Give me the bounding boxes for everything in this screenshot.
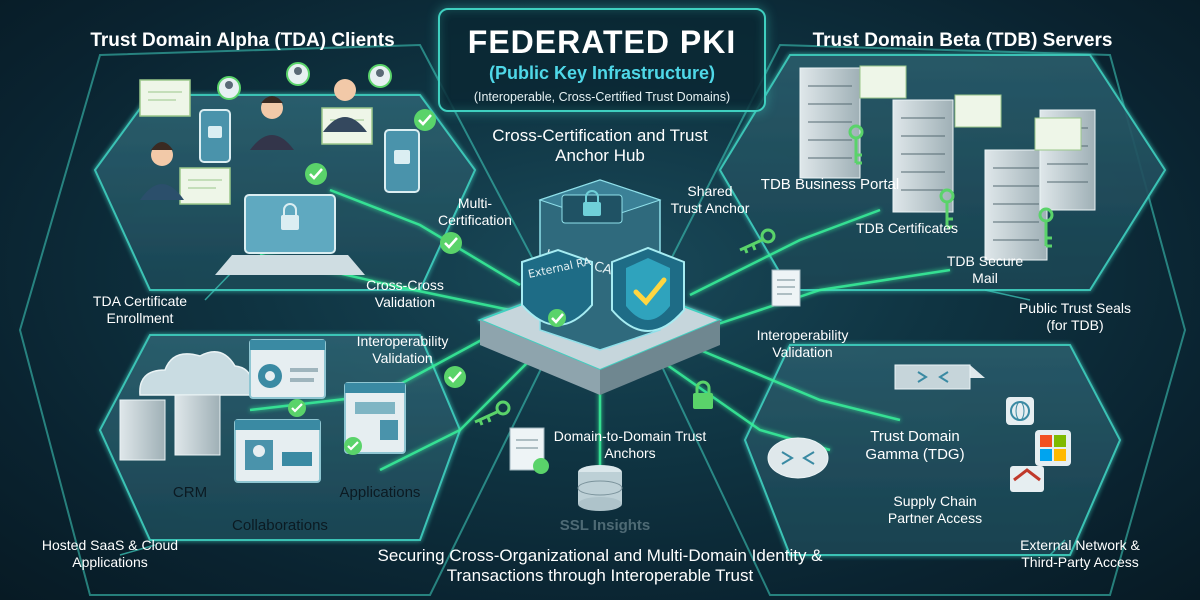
- avatar: [217, 76, 241, 100]
- bottom-caption: Securing Cross-Organizational and Multi-…: [377, 546, 823, 586]
- cloud-icon: [139, 351, 254, 396]
- supply-chain-label: Supply Chain Partner Access: [887, 493, 983, 526]
- page-subtitle: (Public Key Infrastructure): [488, 63, 716, 83]
- document-icon: [771, 269, 801, 307]
- trust-domain-gamma-label: Trust Domain Gamma (TDG): [865, 428, 965, 463]
- interop-validation-right-label: Interoperability Validation: [756, 327, 849, 360]
- title-box: FEDERATED PKI (Public Key Infrastructure…: [438, 8, 766, 112]
- user-icon: [245, 440, 273, 470]
- collaborations-label: Collaborations: [232, 517, 328, 534]
- document-icon: [509, 427, 549, 474]
- chart-icon: [355, 402, 398, 440]
- key-icon: [939, 188, 955, 229]
- tdb-certificates-label: TDB Certificates: [856, 220, 958, 236]
- external-network-label: External Network & Third-Party Access: [1020, 537, 1140, 570]
- interop-validation-left-label: Interoperability Validation: [356, 333, 449, 366]
- check-icon: [288, 399, 306, 417]
- hub-title: Cross-Certification and Trust Anchor Hub: [492, 126, 708, 166]
- tda-certificate-enrollment-label: TDA Certificate Enrollment: [92, 293, 188, 326]
- switch-icon: [894, 364, 985, 390]
- domain-trust-anchors-label: Domain-to-Domain Trust Anchors: [553, 428, 707, 461]
- server-icon: [984, 149, 1048, 261]
- tablet-icon: [384, 129, 420, 193]
- key-icon: [739, 228, 776, 254]
- check-icon: [414, 109, 436, 131]
- tdb-servers-heading: Trust Domain Beta (TDB) Servers: [812, 30, 1113, 51]
- multi-certification-label: Multi-Certification: [438, 195, 512, 228]
- hosted-saas-label: Hosted SaaS & Cloud Applications: [41, 537, 179, 570]
- applications-label: Applications: [339, 484, 421, 501]
- outer-frame-left: [18, 43, 567, 596]
- check-icon: [444, 366, 466, 388]
- cross-validation-label: Cross-Cross Validation: [366, 277, 444, 310]
- certificate-icon: [1034, 117, 1082, 151]
- router-icon: [767, 437, 829, 479]
- key-icon: [474, 400, 511, 426]
- lock-icon: [693, 380, 713, 409]
- globe-icon: [1006, 397, 1034, 425]
- user-icon: [323, 79, 367, 132]
- crm-label: CRM: [172, 484, 208, 501]
- server-icon: [799, 67, 861, 179]
- page-title: FEDERATED PKI: [467, 24, 737, 60]
- user-icon: [140, 142, 184, 200]
- server-icon: [119, 394, 221, 461]
- check-icon: [305, 163, 327, 185]
- check-icons: [305, 109, 466, 388]
- check-icon: [440, 232, 462, 254]
- certificate-icon: [179, 167, 231, 205]
- server-icon: [892, 99, 954, 213]
- gear-icon: [258, 364, 282, 388]
- application-windows: [234, 339, 406, 483]
- partner-logo-icon: [1010, 466, 1044, 492]
- watermark-logo: SSL Insights: [559, 517, 651, 534]
- check-icon: [344, 437, 362, 455]
- shield-icon: [611, 246, 685, 332]
- certificate-icon: [954, 94, 1002, 128]
- avatar: [286, 62, 310, 86]
- user-icon: [250, 96, 294, 150]
- external-ra-shield: External RA: [521, 248, 593, 327]
- shared-trust-anchor-label: Shared Trust Anchor: [670, 183, 750, 216]
- database-icon: [577, 465, 623, 511]
- certificate-icon: [859, 65, 907, 99]
- tda-clients-heading: Trust Domain Alpha (TDA) Clients: [90, 30, 395, 51]
- tda-client-devices: [139, 62, 420, 275]
- key-icon: [848, 124, 864, 165]
- key-icon: [1038, 207, 1054, 248]
- laptop-icon: [215, 194, 365, 275]
- tdb-secure-mail-label: TDB Secure Mail: [946, 253, 1024, 286]
- public-trust-seals-label: Public Trust Seals (for TDB): [1018, 300, 1132, 333]
- tdb-business-portal-label: TDB Business Portal: [760, 176, 900, 193]
- avatar: [368, 64, 392, 88]
- tablet-icon: [199, 109, 231, 163]
- page-tagline: (Interoperable, Cross-Certified Trust Do…: [473, 90, 731, 104]
- certificate-icon: [139, 79, 191, 117]
- windows-logo-icon: [1035, 430, 1071, 466]
